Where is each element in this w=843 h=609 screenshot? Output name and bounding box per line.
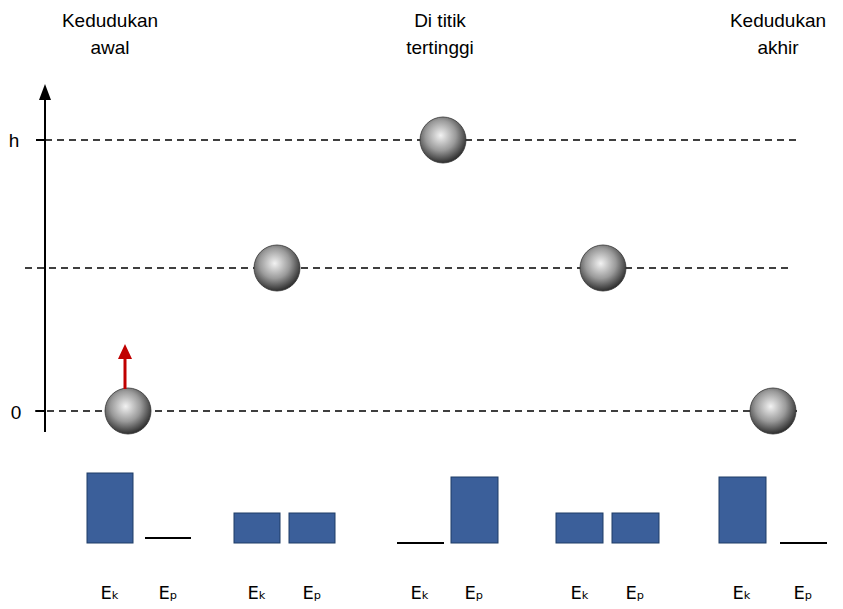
energy-label: Eₖ bbox=[570, 579, 589, 606]
position-title: Kedudukan akhir bbox=[716, 7, 840, 61]
energy-label: Eₚ bbox=[158, 579, 177, 606]
energy-label: Eₚ bbox=[464, 579, 483, 606]
energy-label: Eₖ bbox=[732, 579, 751, 606]
energy-label: Eₚ bbox=[625, 579, 644, 606]
position-title: Kedudukan awal bbox=[48, 7, 172, 61]
energy-label: Eₖ bbox=[247, 579, 266, 606]
axis-label: 0 bbox=[11, 399, 22, 426]
energy-label: Eₖ bbox=[100, 579, 119, 606]
energy-label: Eₚ bbox=[793, 579, 812, 606]
axis-label: h bbox=[9, 127, 20, 154]
energy-label: Eₖ bbox=[410, 579, 429, 606]
energy-label: Eₚ bbox=[302, 579, 321, 606]
position-title: Di titik tertinggi bbox=[378, 7, 502, 61]
